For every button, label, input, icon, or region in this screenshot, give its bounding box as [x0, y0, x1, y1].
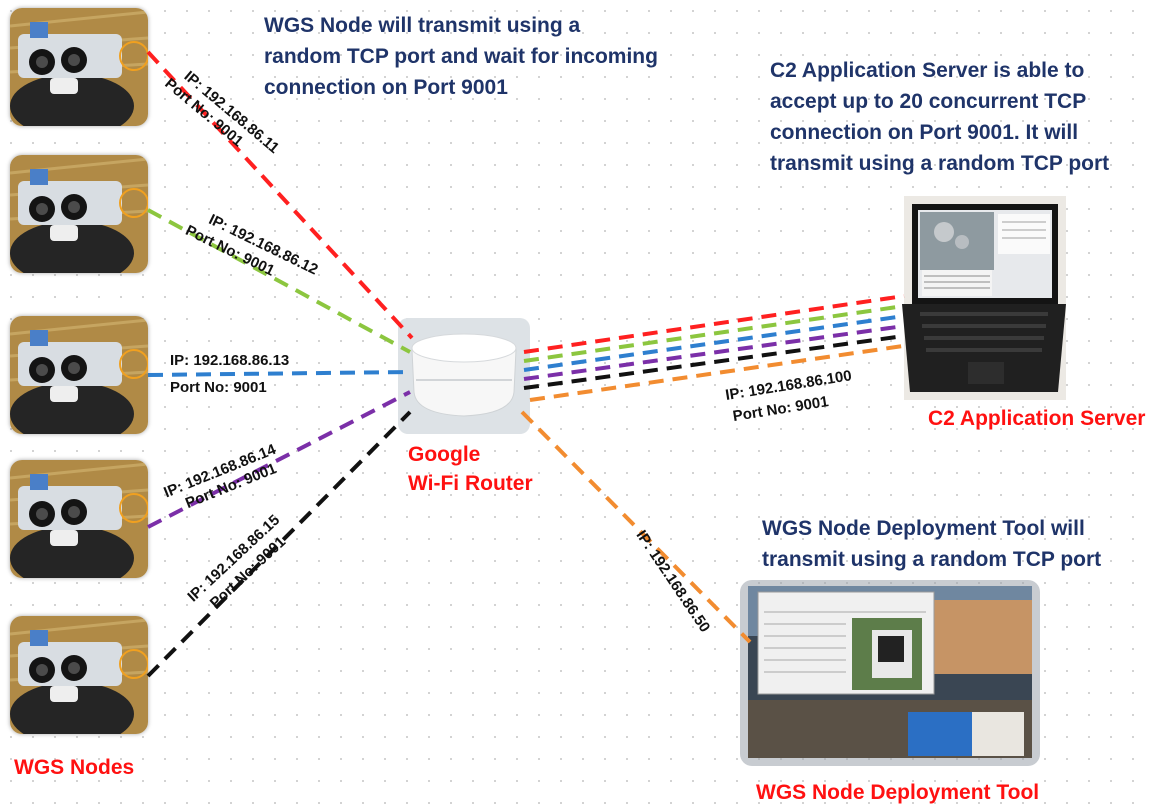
port-label-node3: Port No: 9001 [170, 379, 267, 396]
link-line-node4 [147, 390, 411, 529]
deployment-tool-caption: WGS Node Deployment Tool [756, 781, 1040, 804]
link-line-server [529, 343, 911, 402]
ip-label-tool: IP: 192.168.86.50 [633, 527, 714, 635]
server-bundle-line-node5 [523, 334, 905, 390]
server-bundle-line-node1 [523, 294, 905, 354]
wgs-node-3 [10, 316, 148, 434]
deployment-tool-screen [740, 580, 1040, 766]
wgs-nodes-caption: WGS Nodes [14, 756, 135, 779]
link-line-node5 [146, 410, 412, 678]
ip-label-node3: IP: 192.168.86.13 [170, 352, 289, 369]
server-bundle-line-node4 [523, 324, 905, 381]
link-label-tool: IP: 192.168.86.50 [633, 527, 714, 635]
link-label-server: IP: 192.168.86.100 Port No: 9001 [724, 367, 853, 425]
wgs-node-note: WGS Node will transmit using a random TC… [264, 14, 658, 99]
wgs-node-1 [10, 8, 148, 126]
wgs-node-2 [10, 155, 148, 273]
deployment-tool-note: WGS Node Deployment Tool will transmit u… [762, 517, 1102, 571]
link-line-node1 [146, 50, 414, 340]
link-label-node5: IP: 192.168.86.15 Port No: 9001 [184, 512, 289, 612]
router-caption: Google Wi-Fi Router [408, 443, 533, 495]
link-line-node2 [147, 208, 411, 354]
server-bundle-line-node3 [523, 314, 905, 372]
wgs-node-5 [10, 616, 148, 734]
c2-server-caption: C2 Application Server [928, 407, 1146, 430]
router-image [398, 318, 530, 434]
c2-server-laptop [902, 196, 1066, 400]
c2-server-note: C2 Application Server is able to accept … [770, 59, 1110, 175]
wgs-node-4 [10, 460, 148, 578]
server-bundle-line-node2 [523, 304, 905, 363]
link-line-node3 [147, 370, 411, 377]
link-line-tool [520, 410, 752, 644]
link-label-node4: IP: 192.168.86.14 Port No: 9001 [161, 441, 279, 512]
link-label-node3: IP: 192.168.86.13 Port No: 9001 [170, 352, 289, 396]
